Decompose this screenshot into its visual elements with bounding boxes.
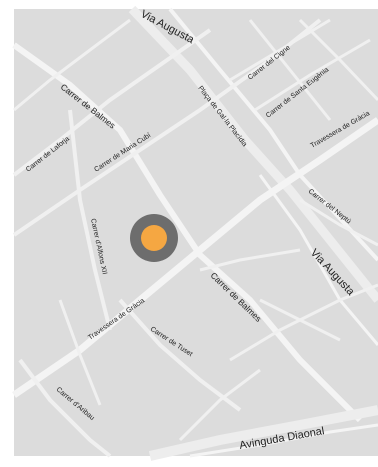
- road-avinguda-diagonal: [148, 405, 378, 461]
- road-carrer-de-balmes: [12, 42, 363, 423]
- road-lower-diagonal: [258, 174, 378, 346]
- road-upper-minor: [13, 18, 131, 112]
- location-marker-inner-dot: [141, 225, 167, 251]
- road-carrer-alfons-xii: [68, 109, 112, 331]
- road-carrer-del-neptu: [299, 198, 378, 247]
- road-upper-right-cross: [248, 19, 332, 121]
- road-lower-left-vertical: [58, 299, 102, 406]
- road-lower-cross-1: [199, 248, 301, 272]
- road-travessera-de-gracia: [12, 117, 378, 398]
- road-carrer-de-tuset: [118, 298, 242, 412]
- road-via-augusta: [128, 5, 378, 303]
- location-marker[interactable]: [130, 214, 178, 262]
- road-lower-cross-2: [229, 283, 378, 362]
- road-carrer-aribau: [18, 358, 112, 458]
- road-via-augusta-side: [168, 7, 378, 262]
- road-carrer-del-cigne: [229, 18, 331, 82]
- road-upper-right-cross-2: [298, 18, 378, 102]
- road-network: [12, 5, 378, 461]
- map-top-margin: [0, 0, 378, 9]
- road-lower-cross-3: [178, 368, 261, 442]
- map-left-margin: [0, 0, 14, 467]
- road-carrer-santa-eugenia: [254, 38, 371, 112]
- road-carrer-de-laforja: [12, 28, 212, 177]
- road-lower-right-cross: [259, 298, 341, 342]
- map-bottom-margin: [0, 456, 378, 467]
- road-avinguda-diagonal-side: [189, 423, 378, 458]
